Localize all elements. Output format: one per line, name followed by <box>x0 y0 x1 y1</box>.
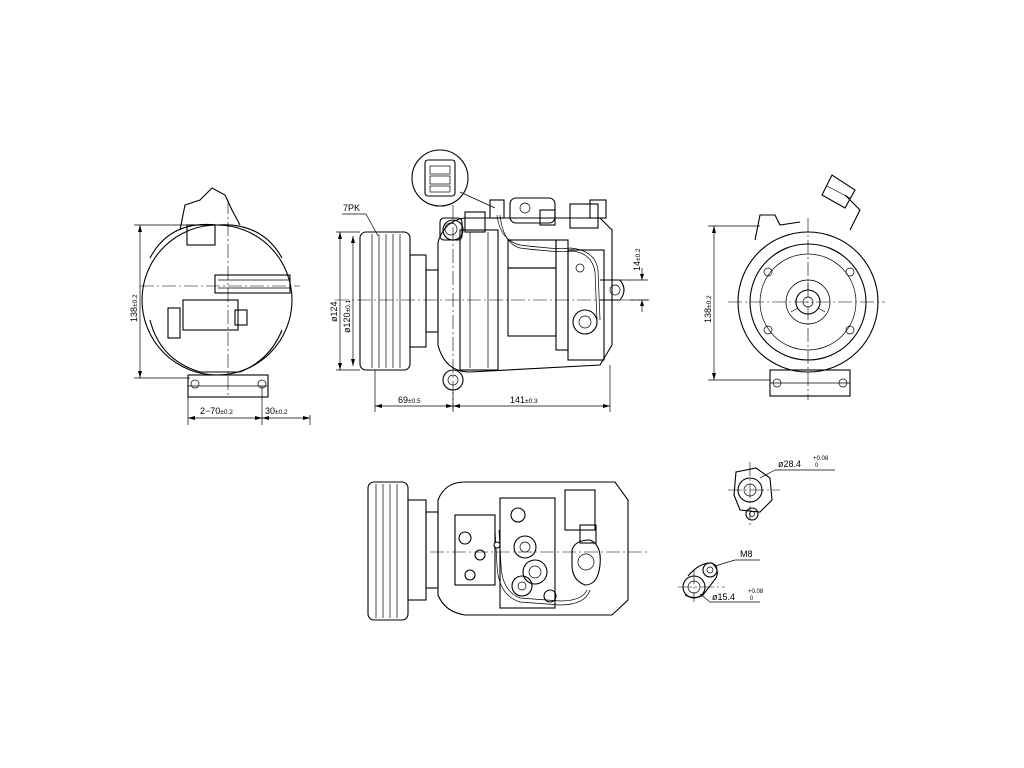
bolt-spacing-dim: 2−70±0.2 <box>200 406 233 416</box>
front-view <box>335 149 650 412</box>
bolt-offset-dim: 30±0.2 <box>265 406 288 416</box>
pulley-offset-dim: 69±0.5 <box>398 395 421 405</box>
large-port-tol-upper: +0.08 <box>813 456 829 462</box>
small-port-detail <box>678 559 760 603</box>
large-port-detail <box>728 462 835 525</box>
large-port-dim: ø28.4 <box>778 459 801 469</box>
small-port-tol-upper: +0.08 <box>748 589 764 595</box>
pulley-inner-dim: ø120±0.1 <box>342 299 352 333</box>
bottom-view <box>367 481 650 621</box>
belt-type-label: 7PK <box>343 203 360 213</box>
left-side-view <box>134 187 311 425</box>
thread-label: M8 <box>740 549 753 559</box>
small-port-dim: ø15.4 <box>712 592 735 602</box>
right-end-view <box>708 174 885 400</box>
pulley-outer-dim: ø124 <box>329 301 339 322</box>
small-port-tol-lower: 0 <box>750 596 754 602</box>
height-dim-right: 138±0.2 <box>703 295 713 323</box>
body-length-dim: 141±0.3 <box>510 395 538 405</box>
height-dim-left: 138±0.2 <box>129 294 139 322</box>
large-port-tol-lower: 0 <box>815 463 819 469</box>
ear-offset-dim: 14±0.2 <box>632 248 642 271</box>
